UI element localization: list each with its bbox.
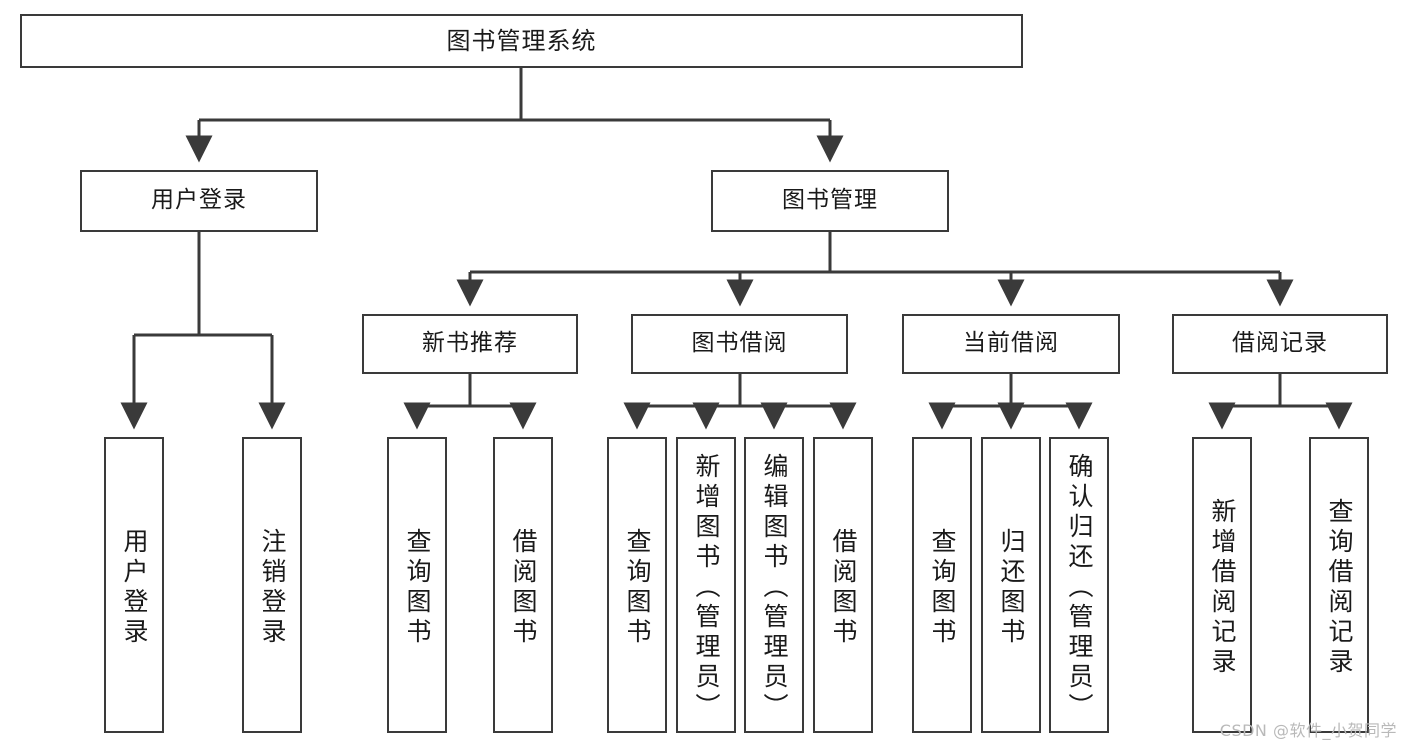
node-label: 用户登录 <box>120 528 149 648</box>
node-label: 图书管理 <box>782 187 878 214</box>
node-label: 编辑图书（管理员） <box>760 453 789 723</box>
leaf-book-borrow-borrow-books[interactable]: 借阅图书 <box>813 437 873 733</box>
node-label: 确认归还（管理员） <box>1065 453 1094 723</box>
node-label: 归还图书 <box>997 528 1026 648</box>
node-label: 新增图书（管理员） <box>692 453 721 723</box>
leaf-book-borrow-add-book-admin[interactable]: 新增图书（管理员） <box>676 437 736 733</box>
node-label: 新书推荐 <box>422 330 518 357</box>
node-book-management[interactable]: 图书管理 <box>711 170 949 232</box>
leaf-current-borrow-query-books[interactable]: 查询图书 <box>912 437 972 733</box>
leaf-book-borrow-query-books[interactable]: 查询图书 <box>607 437 667 733</box>
node-label: 查询图书 <box>928 528 957 648</box>
node-current-borrowing[interactable]: 当前借阅 <box>902 314 1120 374</box>
node-label: 注销登录 <box>258 528 287 648</box>
node-new-book-recommendation[interactable]: 新书推荐 <box>362 314 578 374</box>
leaf-user-login-logout[interactable]: 注销登录 <box>242 437 302 733</box>
node-book-borrowing[interactable]: 图书借阅 <box>631 314 848 374</box>
node-label: 新增借阅记录 <box>1208 498 1237 678</box>
node-label: 图书借阅 <box>691 330 788 357</box>
node-label: 用户登录 <box>151 187 247 214</box>
node-label: 查询借阅记录 <box>1325 498 1354 678</box>
leaf-borrow-record-query-record[interactable]: 查询借阅记录 <box>1309 437 1369 733</box>
node-label: 借阅图书 <box>829 528 858 648</box>
node-label: 当前借阅 <box>963 330 1059 357</box>
leaf-user-login-login[interactable]: 用户登录 <box>104 437 164 733</box>
node-label: 借阅图书 <box>509 528 538 648</box>
node-label: 查询图书 <box>623 528 652 648</box>
node-user-login[interactable]: 用户登录 <box>80 170 318 232</box>
leaf-current-borrow-return-books[interactable]: 归还图书 <box>981 437 1041 733</box>
node-label: 借阅记录 <box>1232 330 1328 357</box>
leaf-current-borrow-confirm-return-admin[interactable]: 确认归还（管理员） <box>1049 437 1109 733</box>
node-label: 查询图书 <box>403 528 432 648</box>
leaf-book-borrow-edit-book-admin[interactable]: 编辑图书（管理员） <box>744 437 804 733</box>
leaf-new-book-query-books[interactable]: 查询图书 <box>387 437 447 733</box>
node-label: 图书管理系统 <box>446 26 597 55</box>
node-borrowing-record[interactable]: 借阅记录 <box>1172 314 1388 374</box>
node-root-book-management-system[interactable]: 图书管理系统 <box>20 14 1023 68</box>
leaf-new-book-borrow-books[interactable]: 借阅图书 <box>493 437 553 733</box>
csdn-watermark: CSDN @软件_小贺同学 <box>1219 721 1397 740</box>
leaf-borrow-record-add-record[interactable]: 新增借阅记录 <box>1192 437 1252 733</box>
